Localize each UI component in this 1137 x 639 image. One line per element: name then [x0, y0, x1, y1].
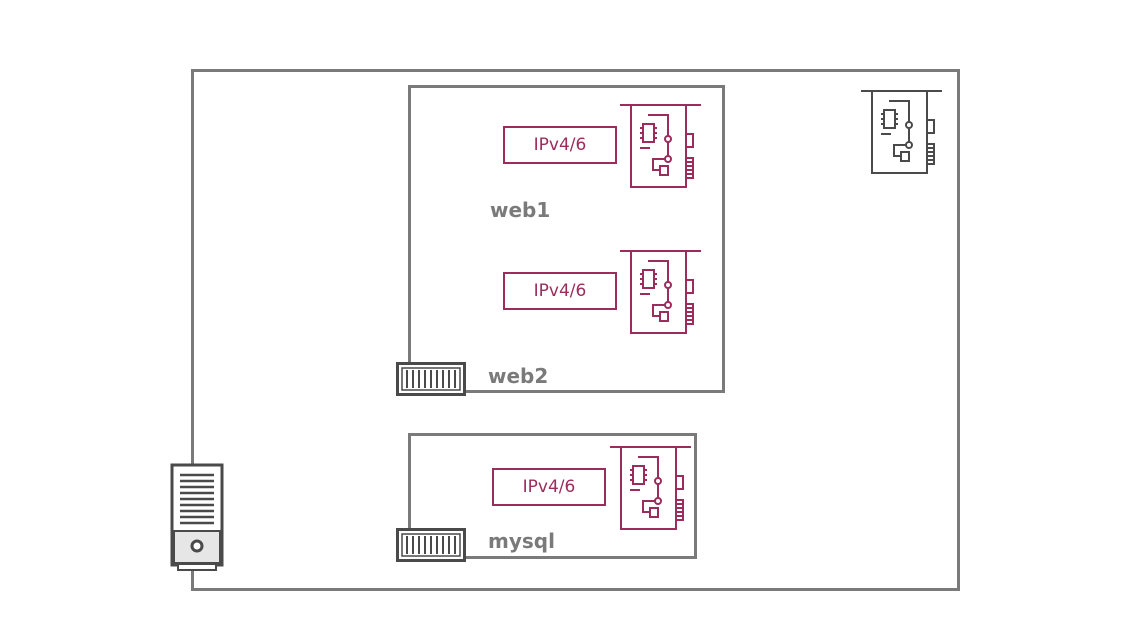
network-card-icon [620, 250, 701, 334]
web-pod-frame [408, 85, 725, 393]
container-icon [396, 362, 466, 396]
host-network-card-icon [861, 90, 942, 174]
host-frame [191, 69, 960, 591]
web1-label: web1 [490, 198, 551, 222]
web2-address-box: IPv4/6 [503, 272, 617, 310]
server-tower-icon [170, 463, 224, 571]
container-icon [396, 528, 466, 562]
network-card-icon [610, 446, 691, 530]
web1-address-box: IPv4/6 [503, 126, 617, 164]
network-card-icon [620, 104, 701, 188]
mysql-pod-frame [408, 433, 697, 559]
mysql-label: mysql [484, 529, 559, 553]
web2-label: web2 [484, 364, 553, 388]
mysql-address-box: IPv4/6 [492, 468, 606, 506]
